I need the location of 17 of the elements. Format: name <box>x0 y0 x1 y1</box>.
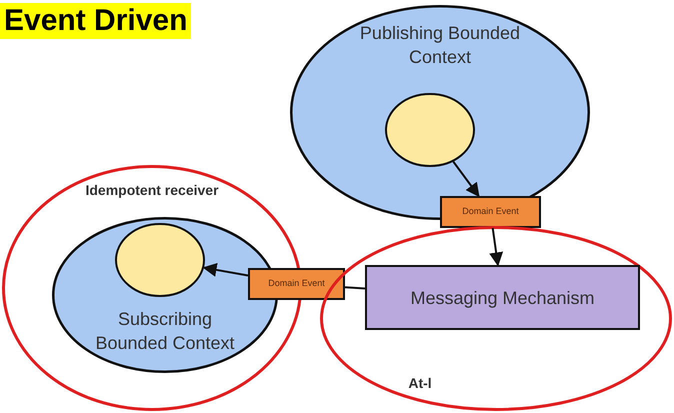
arrow <box>202 263 248 277</box>
arrow <box>452 161 480 198</box>
arrow <box>489 228 504 266</box>
context-label: Subscribing Bounded Context <box>94 308 236 356</box>
event-label: Domain Event <box>461 205 520 218</box>
messaging-box <box>365 265 640 330</box>
title: Event Driven <box>0 3 192 39</box>
highlight-ring <box>2 165 302 411</box>
ring-label: Idempotent receiver <box>84 181 220 200</box>
ring-label: At-l <box>407 374 433 393</box>
event-box <box>248 268 345 300</box>
event-label: Domain Event <box>267 277 326 290</box>
connector-line <box>344 286 366 290</box>
event-box <box>440 196 541 228</box>
context-label: Publishing Bounded Context <box>358 22 522 70</box>
messaging-label: Messaging Mechanism <box>409 287 596 310</box>
context-ellipse <box>290 5 590 220</box>
